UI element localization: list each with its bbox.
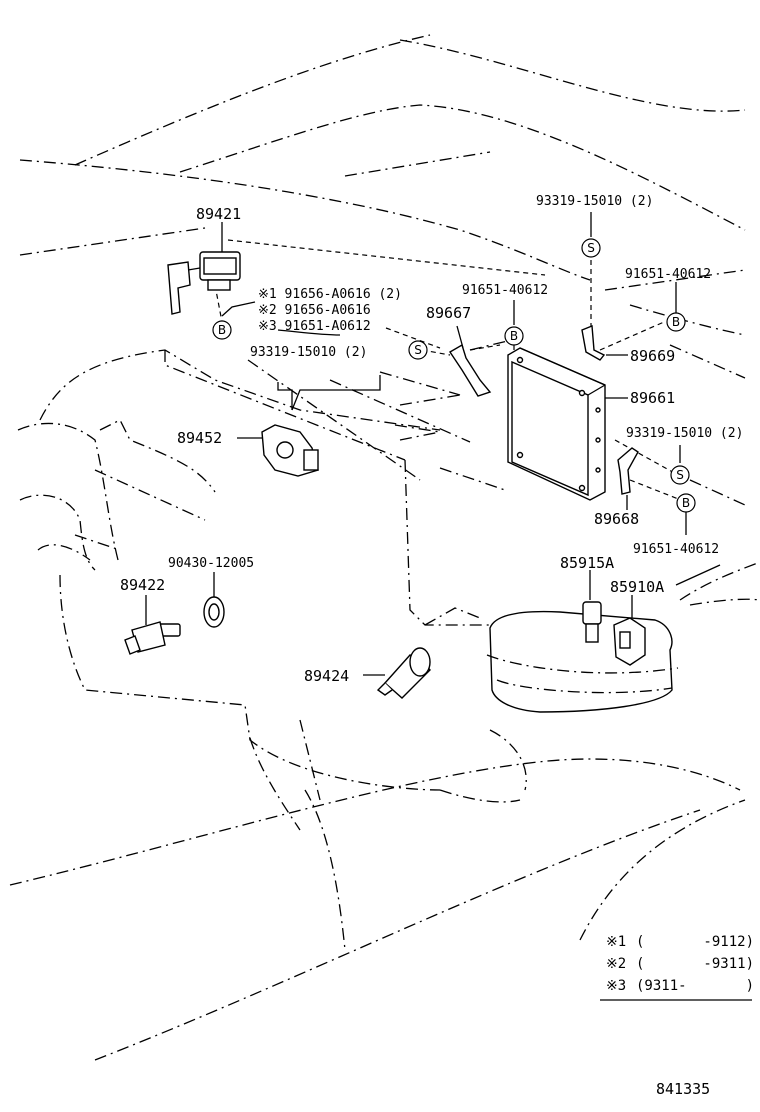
label-note1: ※1 91656-A0616 (2): [258, 287, 402, 302]
legend-mark-1: ※1: [606, 934, 626, 950]
diagram-code: 841335: [656, 1080, 710, 1098]
part-89452-sensor: [261, 424, 319, 477]
leader-lines: [145, 212, 752, 1001]
legend-mark-3: ※3: [606, 978, 626, 994]
label-89422: 89422: [120, 576, 165, 594]
part-89667-bracket: [449, 343, 492, 397]
svg-text:B: B: [218, 323, 226, 337]
part-85915a-relay: [582, 601, 602, 643]
callout-screw-3: S: [670, 465, 690, 485]
part-89421-relay: [167, 251, 241, 315]
label-91651-bottom-right: 91651-40612: [633, 542, 719, 557]
svg-text:S: S: [676, 468, 684, 482]
label-note2: ※2 91656-A0616: [258, 303, 371, 318]
part-89422-temp-sensor: [124, 621, 181, 655]
part-90430-gasket: [203, 596, 225, 628]
svg-text:B: B: [682, 496, 690, 510]
label-89668: 89668: [594, 510, 639, 528]
svg-text:B: B: [672, 315, 680, 329]
legend-mark-2: ※2: [606, 956, 626, 972]
legend-range-3: (9311- ): [636, 978, 754, 994]
part-relay-box: [486, 610, 679, 713]
label-85915a: 85915A: [560, 554, 614, 572]
label-89424: 89424: [304, 667, 349, 685]
part-85910a-relay: [613, 617, 646, 666]
callout-screw-2: S: [581, 238, 601, 258]
callout-screw-1: S: [408, 340, 428, 360]
label-93319-left: 93319-15010 (2): [250, 345, 367, 360]
label-91651-top-mid: 91651-40612: [462, 283, 548, 298]
svg-text:B: B: [510, 329, 518, 343]
part-89668-bracket: [617, 447, 639, 495]
label-89667: 89667: [426, 304, 471, 322]
part-labels: 89421 ※1 91656-A0616 (2) ※2 91656-A0616 …: [120, 194, 743, 685]
callout-bolt-2: B: [504, 326, 524, 346]
callout-bolt-3: B: [666, 312, 686, 332]
part-89424-sensor: [376, 647, 431, 699]
label-93319-top: 93319-15010 (2): [536, 194, 653, 209]
label-89421: 89421: [196, 205, 241, 223]
callout-bolt-1: B: [212, 320, 232, 340]
label-85910a: 85910A: [610, 578, 664, 596]
svg-text:S: S: [587, 241, 595, 255]
svg-text:S: S: [414, 343, 422, 357]
label-89661: 89661: [630, 389, 675, 407]
label-90430: 90430-12005: [168, 556, 254, 571]
label-91651-top-right: 91651-40612: [625, 267, 711, 282]
part-89661-ecu: [507, 347, 606, 501]
callout-bolt-4: B: [676, 493, 696, 513]
label-93319-right: 93319-15010 (2): [626, 426, 743, 441]
label-note3: ※3 91651-A0612: [258, 319, 371, 334]
legend: ※1 ( -9112) ※2 ( -9311) ※3 (9311- ): [606, 934, 754, 994]
part-89669-bracket: [581, 324, 606, 361]
label-89452: 89452: [177, 429, 222, 447]
legend-range-1: ( -9112): [636, 934, 754, 950]
label-89669: 89669: [630, 347, 675, 365]
legend-range-2: ( -9311): [636, 956, 754, 972]
vehicle-outline: [9, 34, 760, 1061]
